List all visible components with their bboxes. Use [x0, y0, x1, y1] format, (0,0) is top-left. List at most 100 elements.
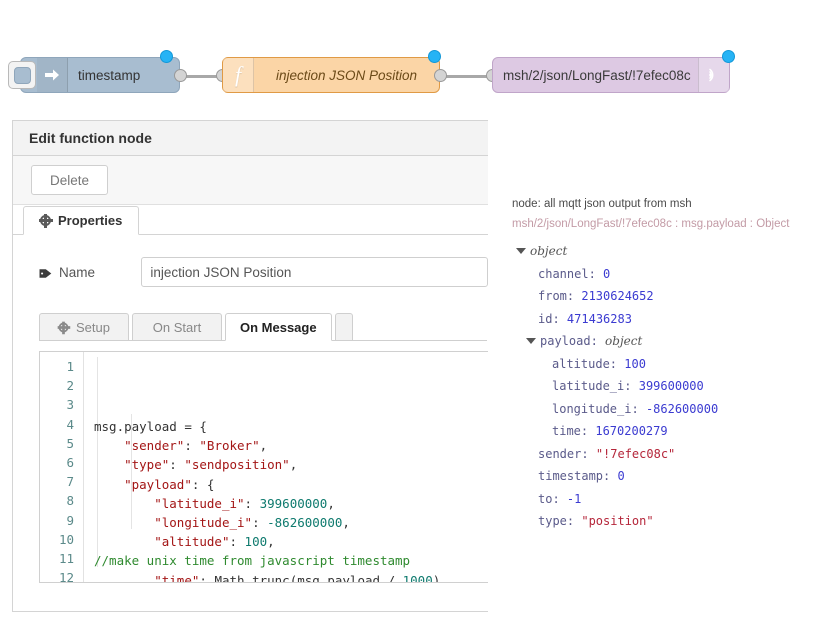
page-title: Edit function node	[29, 130, 152, 146]
debug-row: type: "position"	[512, 510, 826, 533]
debug-key: to:	[538, 491, 560, 506]
debug-value: 2130624652	[581, 289, 654, 303]
line-number: 4	[66, 416, 74, 432]
code-line[interactable]: "longitude_i": -862600000,	[154, 514, 350, 530]
debug-key: id:	[538, 311, 560, 326]
indent-guide	[97, 357, 98, 567]
code-line[interactable]: "time": Math.trunc(msg.payload / 1000)	[154, 572, 441, 583]
inject-node-changed-indicator	[160, 50, 173, 63]
debug-value: 100	[624, 356, 646, 371]
function-output-port[interactable]	[434, 69, 447, 82]
debug-row: to: -1	[512, 488, 826, 511]
chevron-down-icon[interactable]	[526, 338, 536, 344]
flow-node-function-label: injection JSON Position	[275, 67, 418, 83]
subtab-on-stop[interactable]	[334, 313, 353, 341]
name-field-label: Name	[39, 265, 141, 280]
indent-guide	[131, 414, 132, 529]
debug-row: sender: "!7efec08c"	[512, 443, 826, 466]
code-line[interactable]: "sender": "Broker",	[124, 438, 268, 454]
line-number: 3	[66, 397, 74, 413]
debug-value: object	[605, 334, 643, 348]
debug-topic-path: msh/2/json/LongFast/!7efec08c : msg.payl…	[512, 218, 790, 230]
line-number: 9	[66, 512, 74, 528]
function-code-editor[interactable]: 1 2 3 4 5 6 7 8 9 10 11 12 msg.payload =…	[39, 351, 488, 583]
code-line[interactable]: "altitude": 100,	[154, 534, 275, 550]
code-line[interactable]: msg.payload = {	[94, 419, 207, 434]
debug-row: channel: 0	[512, 263, 826, 286]
mqtt-node-changed-indicator	[722, 50, 735, 63]
debug-row: time: 1670200279	[512, 420, 826, 443]
line-number: 6	[66, 454, 74, 470]
debug-value: -1	[566, 491, 582, 506]
debug-value: 0	[603, 266, 611, 281]
debug-value: "position"	[581, 514, 654, 528]
debug-row[interactable]: payload: object	[512, 330, 826, 353]
debug-key: timestamp:	[538, 469, 611, 483]
line-number: 10	[58, 531, 74, 547]
wire-function-to-mqtt	[440, 75, 498, 78]
line-number: 11	[58, 550, 74, 566]
tab-properties-label: Properties	[58, 213, 123, 228]
inject-trigger-icon	[13, 66, 31, 84]
subtab-on-start[interactable]: On Start	[132, 313, 222, 341]
debug-key: latitude_i:	[552, 379, 632, 393]
debug-value: 0	[617, 469, 625, 483]
inject-output-port[interactable]	[174, 69, 187, 82]
inject-arrow-icon	[37, 58, 68, 92]
chevron-down-icon[interactable]	[516, 248, 526, 254]
code-gutter: 1 2 3 4 5 6 7 8 9 10 11 12	[40, 352, 84, 582]
debug-key: time:	[552, 424, 589, 438]
debug-row: id: 471436283	[512, 308, 826, 331]
line-number: 7	[66, 474, 74, 490]
line-number: 5	[66, 435, 74, 451]
debug-key: payload:	[540, 334, 598, 348]
code-subtab-strip: Setup On Start On Message	[39, 311, 487, 341]
line-number: 8	[66, 493, 74, 509]
properties-form: Name	[13, 235, 488, 287]
debug-root-row[interactable]: object	[512, 240, 826, 263]
wire-inject-to-function	[180, 75, 228, 78]
debug-root-type: object	[530, 244, 568, 258]
name-input[interactable]	[141, 257, 488, 287]
debug-row: from: 2130624652	[512, 285, 826, 308]
mqtt-broadcast-icon	[698, 58, 729, 92]
code-line[interactable]: "latitude_i": 399600000,	[154, 495, 335, 511]
debug-output-panel: node: all mqtt json output from msh msh/…	[512, 198, 826, 533]
panel-tab-strip: Properties	[13, 205, 488, 235]
debug-row: altitude: 100	[512, 353, 826, 376]
flow-node-mqtt-out[interactable]: msh/2/json/LongFast/!7efec08c	[492, 57, 730, 93]
line-number: 12	[58, 570, 74, 583]
flow-node-inject[interactable]: timestamp	[8, 57, 180, 93]
tag-icon	[39, 267, 52, 278]
code-line[interactable]: "payload": {	[124, 476, 215, 492]
panel-toolbar: Delete	[13, 156, 488, 205]
debug-value: "!7efec08c"	[595, 446, 676, 461]
debug-node-source: node: all mqtt json output from msh	[512, 198, 692, 210]
delete-button[interactable]: Delete	[31, 165, 109, 195]
flow-canvas: timestamp f injection JSON Position msh/…	[0, 0, 826, 112]
code-line[interactable]: //make unix time from javascript timesta…	[94, 553, 411, 569]
debug-row: latitude_i: 399600000	[512, 375, 826, 398]
function-node-changed-indicator	[428, 50, 441, 63]
line-number: 1	[66, 359, 74, 374]
code-line[interactable]: "type": "sendposition",	[124, 457, 298, 473]
function-f-icon: f	[223, 58, 254, 92]
debug-row: longitude_i: -862600000	[512, 398, 826, 421]
flow-node-function[interactable]: f injection JSON Position	[222, 57, 440, 93]
debug-value: -862600000	[645, 401, 719, 416]
debug-key: channel:	[538, 266, 596, 281]
inject-trigger-button[interactable]	[8, 61, 36, 89]
line-number: 2	[66, 378, 74, 394]
debug-value: 1670200279	[595, 424, 668, 438]
debug-key: sender:	[538, 446, 589, 461]
code-lines[interactable]: msg.payload = { "sender": "Broker", "typ…	[84, 352, 488, 582]
subtab-setup[interactable]: Setup	[39, 313, 129, 341]
subtab-on-start-label: On Start	[152, 319, 202, 335]
tab-properties[interactable]: Properties	[23, 206, 140, 235]
gear-icon	[38, 213, 53, 228]
flow-node-mqtt-label: msh/2/json/LongFast/!7efec08c	[503, 67, 691, 83]
subtab-on-message[interactable]: On Message	[225, 313, 332, 341]
subtab-setup-label: Setup	[76, 319, 110, 335]
debug-key: from:	[538, 289, 575, 303]
debug-row: timestamp: 0	[512, 465, 826, 488]
